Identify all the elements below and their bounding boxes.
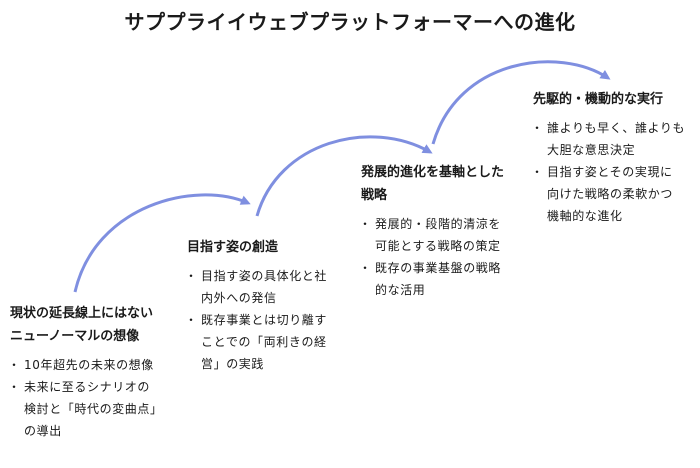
- stage-3: 発展的進化を基軸とした 戦略 発展的・段階的清涼を 可能とする戦略の策定 既存の…: [359, 161, 536, 301]
- stage-2-bullets: 目指す姿の具体化と社 内外への発信 既存事業とは切り離す ことでの「両利きの経 …: [185, 265, 362, 375]
- stage-4: 先駆的・機動的な実行 誰よりも早く、誰よりも 大胆な意思決定 目指す姿とその実現…: [531, 88, 699, 227]
- stage-1-bullet-2: 未来に至るシナリオの 検討と「時代の変曲点」 の導出: [8, 376, 195, 442]
- stage-1: 現状の延長線上にはない ニューノーマルの想像 10年超先の未来の想像 未来に至る…: [8, 302, 195, 442]
- stage-2-bullet-2: 既存事業とは切り離す ことでの「両利きの経 営」の実践: [185, 309, 362, 375]
- stage-2-bullet-1: 目指す姿の具体化と社 内外への発信: [185, 265, 362, 309]
- stage-4-title: 先駆的・機動的な実行: [533, 92, 664, 107]
- stage-4-bullet-2: 目指す姿とその実現に 向けた戦略の柔軟かつ 機軸的な進化: [531, 161, 699, 227]
- stage-3-bullets: 発展的・段階的清涼を 可能とする戦略の策定 既存の事業基盤の戦略 的な活用: [359, 213, 536, 301]
- stage-3-bullet-1: 発展的・段階的清涼を 可能とする戦略の策定: [359, 213, 536, 257]
- stage-4-bullets: 誰よりも早く、誰よりも 大胆な意思決定 目指す姿とその実現に 向けた戦略の柔軟か…: [531, 117, 699, 227]
- stage-1-bullets: 10年超先の未来の想像 未来に至るシナリオの 検討と「時代の変曲点」 の導出: [8, 354, 195, 442]
- stage-3-bullet-2: 既存の事業基盤の戦略 的な活用: [359, 257, 536, 301]
- stage-1-bullet-1: 10年超先の未来の想像: [8, 354, 195, 376]
- arrow-2: [255, 135, 433, 217]
- stage-1-title: 現状の延長線上にはない ニューノーマルの想像: [10, 306, 154, 344]
- stage-2-title: 目指す姿の創造: [187, 240, 279, 255]
- arrow-1: [73, 193, 251, 293]
- arrow-3: [431, 60, 611, 145]
- page-title: サププライイウェブプラットフォーマーへの進化: [124, 10, 576, 34]
- stage-2: 目指す姿の創造 目指す姿の具体化と社 内外への発信 既存事業とは切り離す ことで…: [185, 236, 362, 375]
- stage-3-title: 発展的進化を基軸とした 戦略: [361, 165, 505, 203]
- stage-4-bullet-1: 誰よりも早く、誰よりも 大胆な意思決定: [531, 117, 699, 161]
